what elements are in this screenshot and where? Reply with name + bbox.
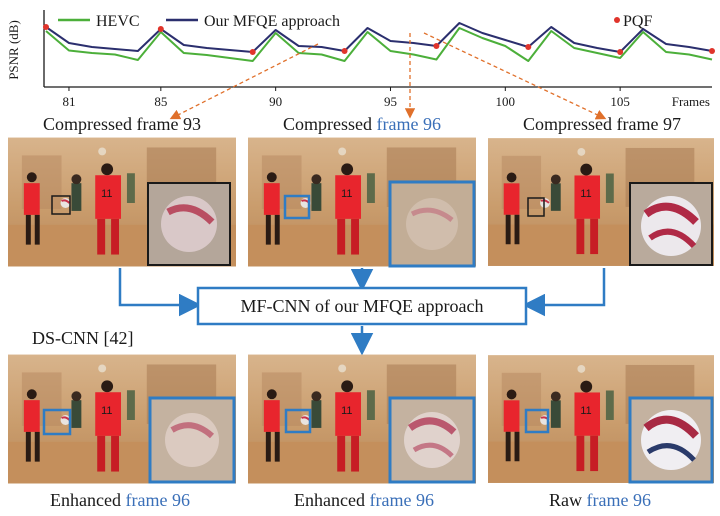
pqf-point: [709, 48, 715, 54]
ds-cnn-label: DS-CNN [42]: [32, 328, 134, 348]
caption-raw: Raw frame 96: [549, 490, 651, 510]
crop-marker: [42, 408, 72, 436]
x-tick-label: 85: [154, 94, 167, 109]
x-tick-label: 90: [269, 94, 282, 109]
mf-cnn-box: [196, 286, 528, 326]
caption-enhanced-ds-cnn-frame: frame 96: [126, 490, 190, 510]
legend-swatch-pqf: [614, 17, 620, 23]
crop-marker: [283, 194, 311, 220]
mf-cnn-label: MF-CNN of our MFQE approach: [241, 296, 484, 316]
caption-compressed-96: Compressed frame 96: [283, 114, 441, 134]
legend-label-pqf: PQF: [623, 13, 652, 30]
caption-compressed-96-frame: frame 96: [377, 114, 441, 134]
pqf-point: [341, 48, 348, 54]
caption-compressed-93: Compressed frame 93: [43, 114, 201, 134]
legend-label-mfqe: Our MFQE approach: [204, 13, 340, 30]
caption-enhanced-mfqe-frame: frame 96: [370, 490, 434, 510]
pqf-point: [249, 49, 256, 55]
ball-zoom: [161, 196, 217, 252]
caption-compressed-96-prefix: Compressed: [283, 114, 377, 134]
flow-arrows: [118, 268, 606, 356]
ball-zoom: [406, 198, 458, 250]
x-tick-label: 100: [496, 94, 516, 109]
legend: HEVC Our MFQE approach PQF: [58, 13, 652, 30]
image-compressed-96: [248, 137, 476, 268]
caption-enhanced-mfqe: Enhanced frame 96: [294, 490, 434, 510]
pqf-point: [617, 49, 624, 55]
image-enhanced-mfqe: [248, 354, 476, 484]
caption-raw-frame: frame 96: [587, 490, 651, 510]
pqf-point: [525, 44, 532, 50]
arrow-to-frame-97: [423, 32, 607, 120]
x-tick-label: 95: [384, 94, 397, 109]
image-raw: [488, 354, 714, 484]
series-line-mfqe: [45, 22, 713, 53]
caption-enhanced-ds-cnn: Enhanced frame 96: [50, 490, 190, 510]
frame-link-arrows: [169, 32, 607, 120]
crop-marker: [527, 197, 545, 217]
x-axis-label: Frames: [672, 94, 710, 109]
y-axis-label: PSNR (dB): [6, 20, 21, 80]
image-compressed-93: [8, 137, 236, 267]
pqf-point: [433, 43, 440, 49]
image-compressed-97: [488, 137, 714, 267]
psnr-line-chart: 81 85 90 95 100 105 PSNR (dB) Frames HEVC Our…: [6, 10, 715, 109]
caption-enhanced-mfqe-prefix: Enhanced: [294, 490, 369, 510]
legend-label-hevc: HEVC: [96, 13, 140, 30]
arrow-from-frame-97: [522, 268, 606, 317]
pqf-point: [43, 24, 49, 30]
crop-marker: [524, 408, 550, 434]
x-tick-label: 105: [610, 94, 630, 109]
caption-enhanced-ds-cnn-prefix: Enhanced: [50, 490, 125, 510]
pqf-point: [157, 26, 164, 32]
ball-zoom: [165, 413, 219, 467]
crop-marker: [284, 408, 312, 434]
arrow-to-frame-93: [169, 43, 319, 120]
caption-compressed-97: Compressed frame 97: [523, 114, 681, 134]
arrow-from-frame-93: [118, 268, 202, 317]
image-enhanced-ds-cnn: [8, 354, 236, 484]
crop-marker: [51, 195, 71, 215]
series-line-hevc: [45, 27, 713, 62]
caption-raw-prefix: Raw: [549, 490, 587, 510]
x-tick-label: 81: [62, 94, 75, 109]
zoom-inset: [148, 396, 236, 484]
